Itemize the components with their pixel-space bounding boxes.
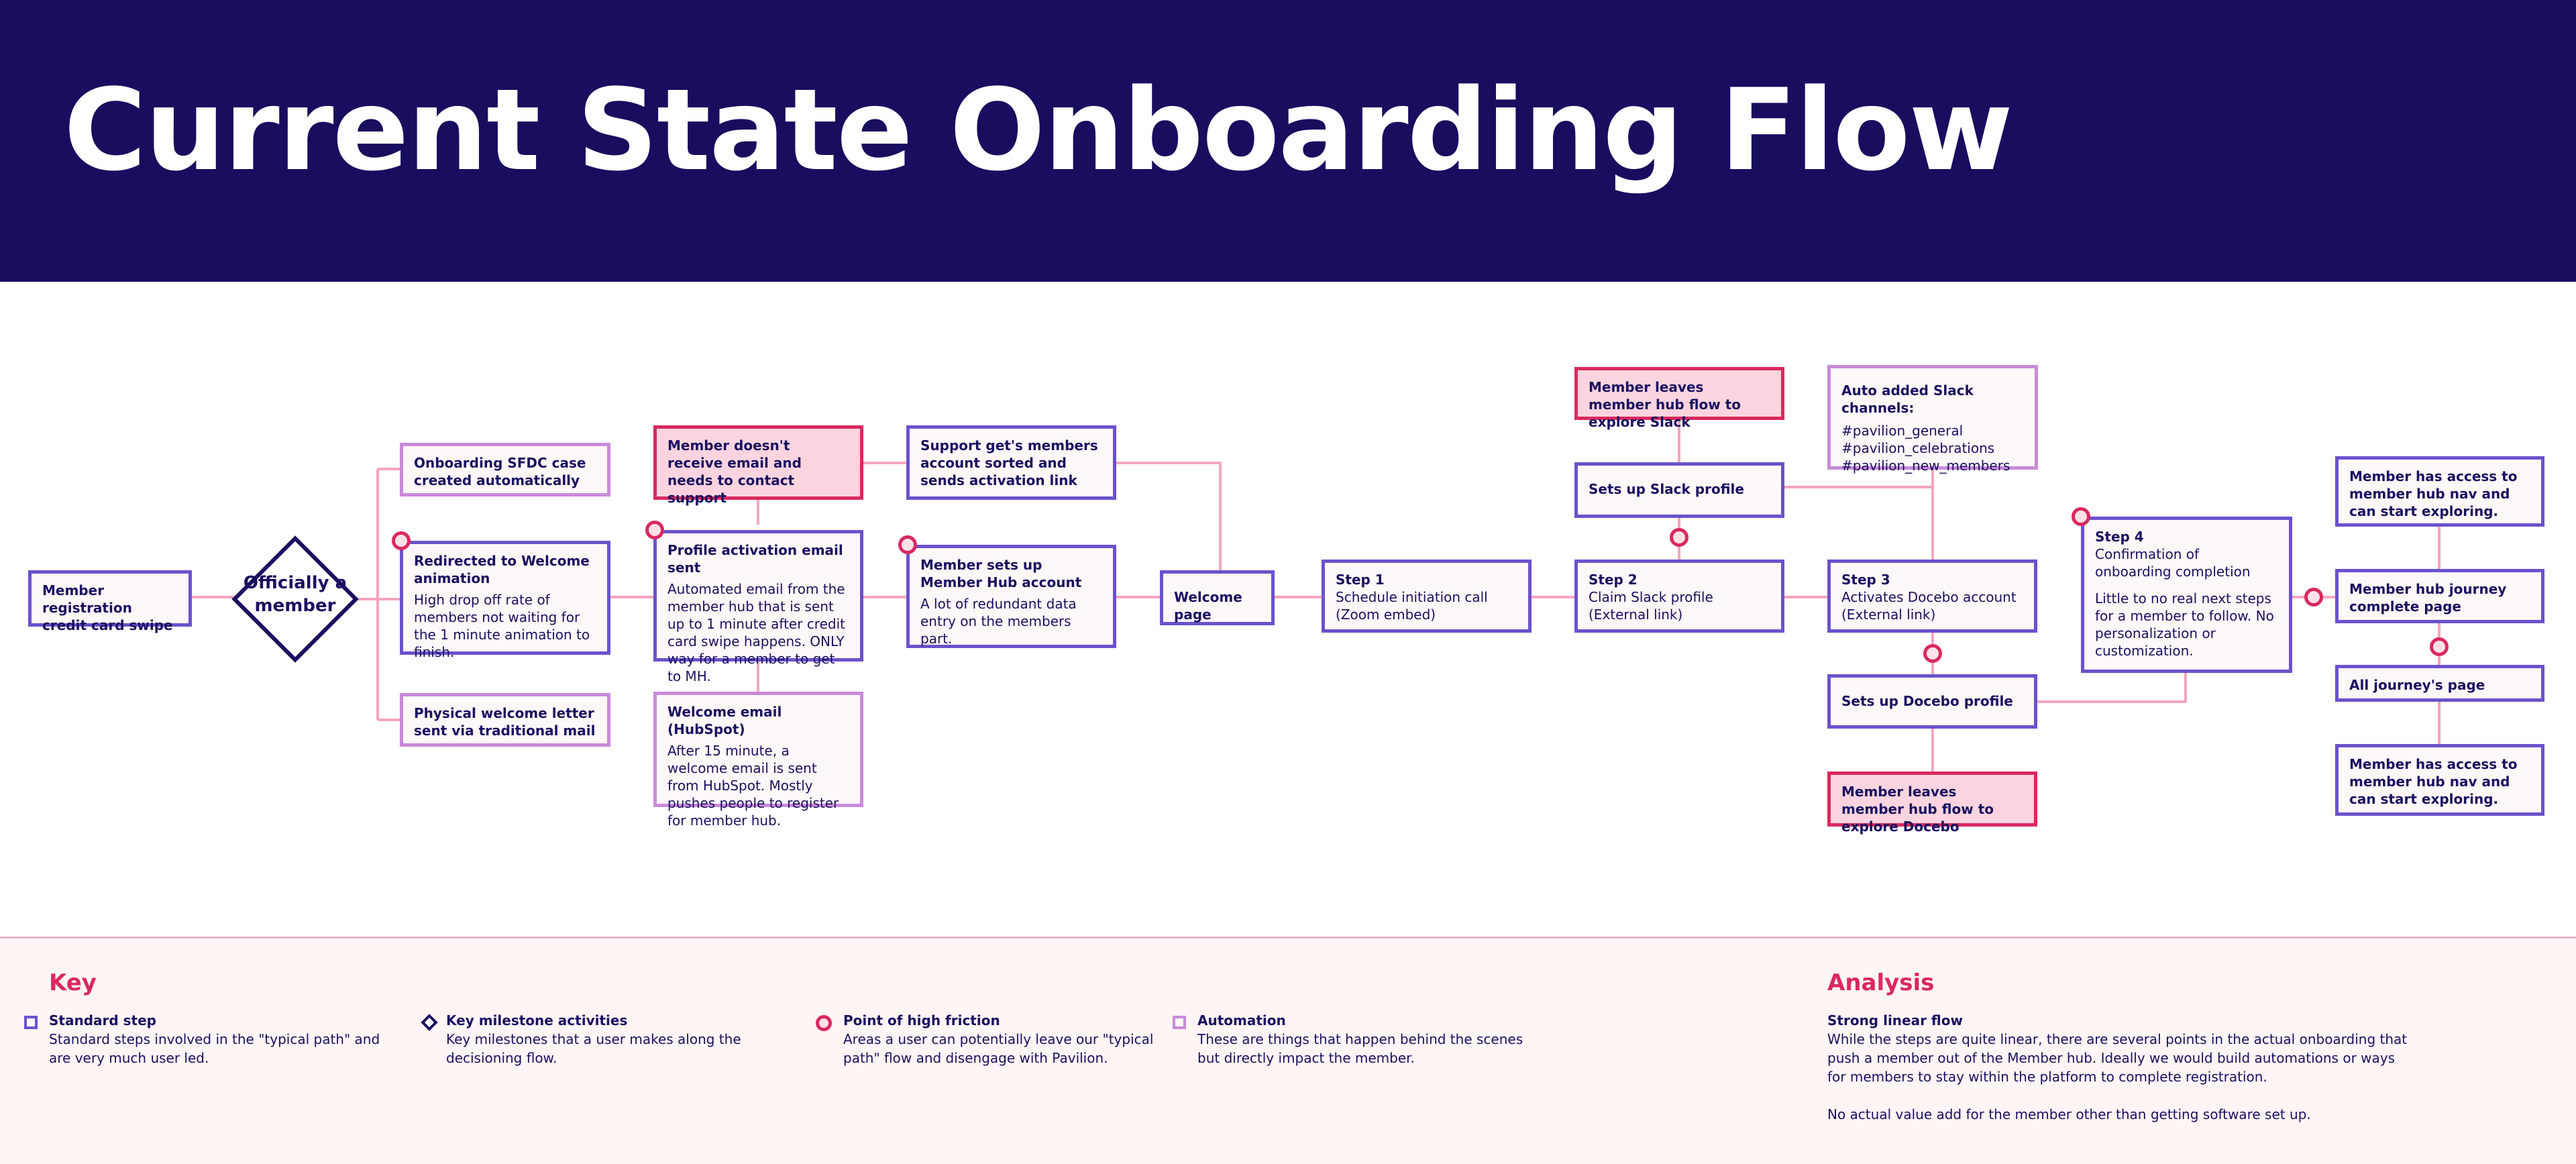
step-title: Member registration credit card swipe: [42, 582, 173, 633]
key-item-description: These are things that happen behind the …: [1197, 1031, 1523, 1066]
step-title: Member sets up Member Hub account: [920, 557, 1082, 590]
step-4: Step 4 Confirmation of onboarding comple…: [2081, 517, 2292, 673]
step-title: Member has access to member hub nav and …: [2349, 756, 2518, 807]
page-title: Current State Onboarding Flow: [64, 64, 2013, 196]
step-title: Step 1: [1336, 572, 1385, 588]
connector: [2037, 673, 2187, 703]
step-description: Schedule initiation call (Zoom embed): [1336, 589, 1488, 623]
milestone-label: Officially a member: [243, 573, 347, 616]
step-title: Redirected to Welcome animation: [414, 553, 590, 586]
support-sorted-step: Support get's members account sorted and…: [906, 425, 1116, 500]
activation-email-step: Profile activation email sent Automated …: [653, 530, 863, 684]
slack-profile-step: Sets up Slack profile: [1574, 462, 1784, 518]
key-item-title: Key milestone activities: [446, 1012, 628, 1028]
step-title: Member leaves member hub flow to explore…: [1841, 784, 1994, 835]
step-description: Claim Slack profile (External link): [1589, 589, 1713, 623]
step-title: All journey's page: [2349, 677, 2485, 693]
step-title: Step 4: [2095, 529, 2144, 545]
step-title: Profile activation email sent: [667, 542, 843, 576]
step-title: Member hub journey complete page: [2349, 581, 2507, 615]
automation-icon: [1173, 1016, 1186, 1029]
step-title: Onboarding SFDC case created automatical…: [414, 455, 586, 488]
step-title: Auto added Slack channels:: [1841, 382, 1974, 416]
milestone-icon: [421, 1014, 438, 1031]
step-title: Member has access to member hub nav and …: [2349, 468, 2518, 519]
key-item-description: Areas a user can potentially leave our "…: [843, 1031, 1154, 1066]
step-subtitle: Confirmation of onboarding completion: [2095, 546, 2251, 580]
friction-point-icon: [816, 1015, 832, 1031]
key-item-title: Standard step: [49, 1012, 156, 1028]
slack-channel-item: #pavilion_new_members: [1841, 458, 2010, 474]
sfdc-case-automation: Onboarding SFDC case created automatical…: [400, 443, 610, 496]
friction-point-icon: [898, 535, 917, 554]
key-panel: Key Standard step Standard steps involve…: [0, 937, 2576, 1164]
step-title: Step 2: [1589, 572, 1638, 588]
step-description: After 15 minute, a welcome email is sent…: [667, 743, 839, 829]
slack-channel-item: #pavilion_celebrations: [1841, 440, 1995, 456]
friction-point-icon: [645, 521, 664, 539]
hub-access-step: Member has access to member hub nav and …: [2335, 744, 2544, 816]
no-email-friction: Member doesn't receive email and needs t…: [653, 425, 863, 506]
step-description: Little to no real next steps for a membe…: [2095, 590, 2274, 659]
hub-access-step: Member has access to member hub nav and …: [2335, 456, 2544, 527]
step-title: Sets up Slack profile: [1589, 481, 1744, 497]
friction-point-icon: [2430, 637, 2449, 656]
friction-point-icon: [1923, 644, 1942, 663]
step-2: Step 2 Claim Slack profile (External lin…: [1574, 560, 1784, 633]
key-heading: Key: [49, 969, 97, 996]
welcome-page-step: Welcome page: [1160, 570, 1275, 625]
journey-complete-step: Member hub journey complete page: [2335, 569, 2544, 623]
step-title: Member doesn't receive email and needs t…: [667, 437, 802, 506]
friction-point-icon: [2072, 507, 2090, 526]
welcome-email-automation: Welcome email (HubSpot) After 15 minute,…: [653, 692, 863, 829]
step-3: Step 3 Activates Docebo account (Externa…: [1827, 560, 2037, 633]
analysis-paragraph: No actual value add for the member other…: [1827, 1106, 2311, 1122]
header-banner: Current State Onboarding Flow: [0, 0, 2576, 282]
standard-step-icon: [24, 1016, 38, 1029]
welcome-letter-automation: Physical welcome letter sent via traditi…: [400, 693, 610, 747]
step-title: Welcome email (HubSpot): [667, 704, 782, 737]
step-description: A lot of redundant data entry on the mem…: [920, 596, 1077, 647]
all-journeys-step: All journey's page: [2335, 665, 2544, 702]
step-1: Step 1 Schedule initiation call (Zoom em…: [1322, 560, 1532, 633]
step-description: Activates Docebo account (External link): [1841, 589, 2017, 623]
leaves-for-docebo-friction: Member leaves member hub flow to explore…: [1827, 772, 2037, 835]
step-title: Physical welcome letter sent via traditi…: [414, 705, 596, 739]
hub-account-step: Member sets up Member Hub account A lot …: [906, 545, 1116, 648]
slack-channel-item: #pavilion_general: [1841, 423, 1964, 439]
key-item-description: Key milestones that a user makes along t…: [446, 1031, 741, 1066]
key-item-title: Automation: [1197, 1012, 1286, 1028]
step-title: Support get's members account sorted and…: [920, 437, 1098, 488]
docebo-profile-step: Sets up Docebo profile: [1827, 674, 2037, 729]
slack-channels-automation: Auto added Slack channels: #pavilion_gen…: [1827, 365, 2038, 474]
key-item-description: Standard steps involved in the "typical …: [49, 1031, 380, 1066]
step-description: High drop off rate of members not waitin…: [414, 592, 590, 660]
friction-point-icon: [392, 531, 411, 550]
connector: [1116, 462, 1222, 570]
analysis-paragraph: While the steps are quite linear, there …: [1827, 1031, 2408, 1085]
friction-point-icon: [1670, 528, 1688, 547]
step-title: Step 3: [1841, 572, 1890, 588]
key-item-title: Point of high friction: [843, 1012, 1000, 1028]
leaves-for-slack-friction: Member leaves member hub flow to explore…: [1574, 367, 1784, 430]
analysis-subheading: Strong linear flow: [1827, 1012, 1963, 1028]
step-title: Sets up Docebo profile: [1841, 693, 2013, 709]
step-title: Welcome page: [1174, 589, 1242, 623]
step-title: Member leaves member hub flow to explore…: [1589, 379, 1741, 430]
step-description: Automated email from the member hub that…: [667, 581, 845, 684]
analysis-heading: Analysis: [1827, 969, 1935, 996]
friction-point-icon: [2304, 588, 2323, 606]
registration-step: Member registration credit card swipe: [28, 570, 192, 633]
welcome-animation-step: Redirected to Welcome animation High dro…: [400, 541, 610, 660]
